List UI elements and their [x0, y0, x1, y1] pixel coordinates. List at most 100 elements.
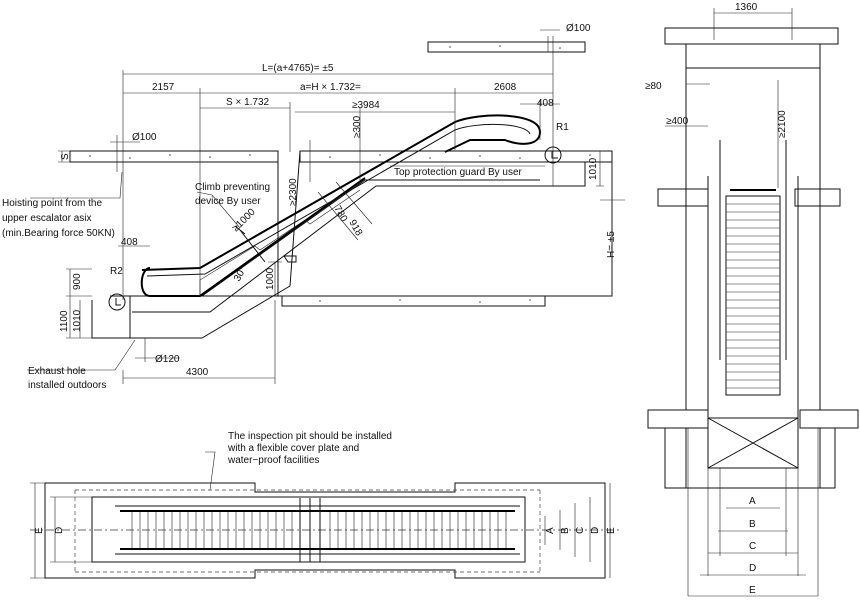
dim-1010-top-text: 1010: [588, 157, 599, 180]
end-label-c: C: [749, 541, 756, 552]
hoist-note-3: (min.Bearing force 50KN): [2, 228, 115, 239]
dim-1000-text: 1000: [265, 267, 276, 290]
dim-2300-text: ≥2300: [288, 178, 299, 206]
dim-truss: a=H × 1.732=: [300, 82, 361, 93]
plan-hidden: [74, 489, 541, 573]
climb-note-2: device By user: [195, 196, 261, 207]
dim-780-918: [317, 181, 373, 241]
dim-row2: [123, 88, 553, 296]
dim-s-offset: S × 1.732: [226, 97, 270, 108]
dim-s: [58, 150, 70, 163]
climb-leader: [196, 191, 241, 229]
dim-1010-left-text: 1010: [72, 309, 83, 332]
handrail: [141, 114, 542, 271]
truss-bottom: [132, 162, 586, 313]
roof-slab: [427, 41, 586, 53]
dim-2100: ≥2100: [777, 110, 788, 138]
plan-note-leader: [205, 451, 216, 491]
plan-view: The inspection pit should be installed w…: [30, 431, 620, 579]
plan-steps: [131, 512, 507, 548]
end-label-a: A: [749, 496, 756, 507]
plan-skirts: [120, 510, 515, 550]
dim-3984: ≥3984: [352, 100, 380, 111]
dim-1000: [268, 261, 282, 296]
lower-pit: [110, 295, 282, 338]
plan-label-b: B: [560, 527, 571, 534]
dim-4300: [122, 300, 276, 384]
pit-note-2: with a flexible cover plate and: [227, 443, 359, 454]
dia-120-text: Ø120: [155, 354, 180, 365]
exhaust-note-1: Exhaust hole: [28, 366, 86, 377]
end-roof-slab: [664, 27, 839, 45]
end-slab-left: [657, 188, 709, 207]
plan-label-e-right: E: [606, 527, 617, 534]
lower-floor-slab: [281, 295, 546, 307]
dim-408-top-text: 408: [537, 98, 554, 109]
angle-text: 30°: [232, 265, 249, 284]
dim-2608: 2608: [494, 82, 517, 93]
r2-circle: [108, 293, 126, 311]
dia-120: [135, 338, 180, 362]
hoist-note-2: upper escalator asix: [2, 213, 92, 224]
height-text: H= ±5: [606, 231, 617, 258]
pit-note-1: The inspection pit should be installed: [228, 431, 392, 442]
end-dim-lines: [688, 507, 818, 597]
label-s: S: [60, 153, 71, 160]
end-label-d: D: [749, 563, 756, 574]
dia-100-left: Ø100: [132, 132, 157, 143]
hoist-mark: [110, 135, 140, 172]
plan-label-c: C: [575, 527, 586, 534]
dim-900-text: 900: [72, 273, 83, 290]
stair-symbol: [283, 255, 297, 263]
dia-top-marks: [540, 29, 560, 52]
dim-1360-line: [713, 8, 793, 40]
support-marks: [115, 151, 558, 306]
label-r2: R2: [110, 266, 123, 277]
dim-3984-line: [295, 108, 455, 182]
plan-right-dims: [544, 483, 611, 578]
end-dim-extensions: [687, 428, 819, 596]
climb-note-1: Climb preventing: [195, 182, 270, 193]
end-small-dims: [665, 80, 779, 188]
exhaust-note-2: installed outdoors: [28, 380, 106, 391]
end-step-band: [725, 195, 781, 396]
end-label-e: E: [749, 585, 756, 596]
climb-preventing-device: [234, 225, 266, 263]
upper-floor-slab-left: [69, 150, 279, 163]
dim-left-stack: [66, 268, 92, 339]
truss-top: [201, 179, 540, 297]
label-r1: R1: [556, 122, 569, 133]
dim-918-text: 918: [346, 218, 364, 238]
dim-h: [600, 162, 625, 296]
dim-1100-text: 1100: [59, 310, 70, 332]
exhaust-leader: [27, 339, 136, 371]
plan-outline: [44, 482, 606, 579]
end-view: 1360 ≥80 ≥400 ≥2100 A B C D E: [645, 2, 859, 597]
dim-total: L=(a+4765)= ±5: [262, 63, 334, 74]
pit-note-3: water−proof facilities: [227, 455, 319, 466]
end-pit: [664, 428, 836, 489]
plan-break: [299, 498, 321, 562]
guard-note: Top protection guard By user: [394, 167, 523, 178]
plan-handrail-lines: [115, 505, 520, 555]
dim-780-text: 780: [331, 204, 349, 224]
end-steps: [726, 203, 780, 389]
plan-label-d-right: D: [590, 527, 601, 534]
dim-408-top: [520, 100, 560, 140]
plan-label-d-left: D: [54, 527, 65, 534]
dim-400: ≥400: [666, 116, 689, 127]
dim-408-left-text: 408: [121, 237, 138, 248]
dim-1360: 1360: [735, 2, 758, 13]
dim-2157: 2157: [152, 82, 175, 93]
hoist-note-1: Hoisting point from the: [2, 198, 102, 209]
end-shaft: [685, 44, 821, 410]
dim-1010-top: [596, 150, 604, 187]
dia-100-top: Ø100: [566, 23, 591, 34]
plan-label-e-left: E: [34, 527, 45, 534]
upper-floor-slab-right: [299, 150, 613, 163]
plan-left-dims: [30, 482, 92, 579]
dim-s-line: [200, 102, 291, 152]
plan-label-a: A: [545, 527, 556, 534]
